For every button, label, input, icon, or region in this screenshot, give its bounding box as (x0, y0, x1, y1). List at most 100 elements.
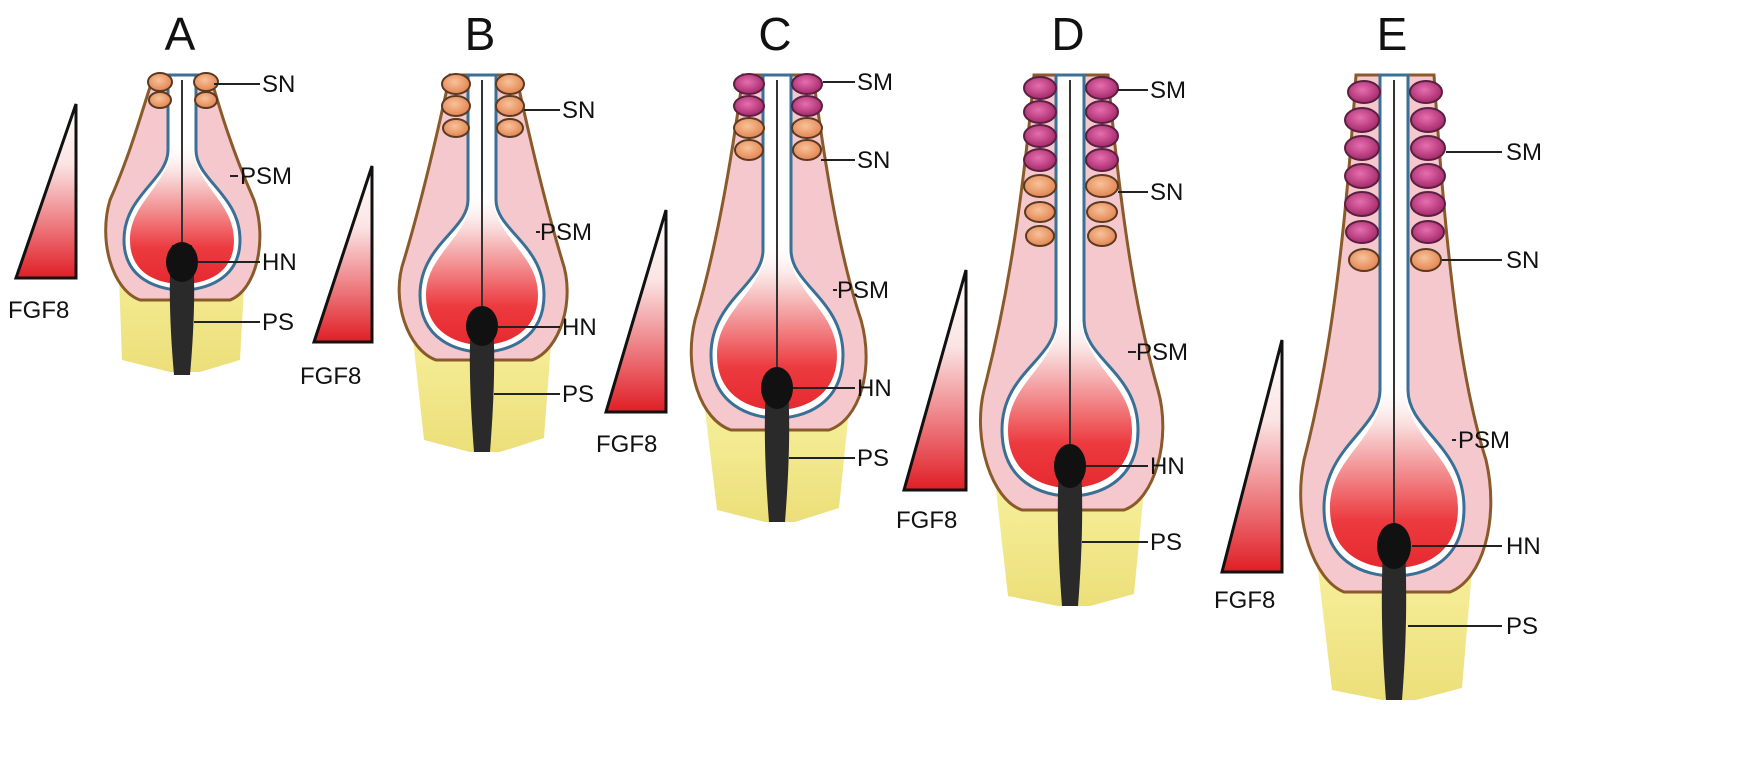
embryo-drawing (106, 73, 260, 375)
fgf8-gradient-b: FGF8 (300, 166, 372, 390)
somite-mature (1345, 136, 1379, 160)
panel-letter: C (758, 8, 791, 60)
fgf8-triangle (904, 270, 966, 490)
somite (1088, 226, 1116, 246)
somite (442, 74, 470, 94)
embryo-drawing (1301, 75, 1491, 700)
somite-mature (1345, 108, 1379, 132)
somite-mature (1024, 101, 1056, 123)
somite-mature (1348, 81, 1380, 103)
panel-b: B SN PSM HN PS (399, 8, 597, 452)
somite-mature (1411, 164, 1445, 188)
fgf8-triangle (314, 166, 372, 342)
label-hn: HN (562, 314, 597, 341)
somite (442, 96, 470, 116)
somite-mature (1411, 136, 1445, 160)
panel-c: C SM SN PSM (691, 8, 893, 522)
label-sn: SN (262, 71, 295, 98)
somite (1026, 226, 1054, 246)
label-sn: SN (857, 147, 890, 174)
somite (497, 119, 523, 137)
label-sn: SN (1506, 247, 1539, 274)
somite (194, 73, 218, 91)
somite (496, 96, 524, 116)
somite (1411, 249, 1441, 271)
somite-mature (734, 74, 764, 94)
label-psm: PSM (1458, 427, 1510, 454)
somite-mature (1411, 192, 1445, 216)
fgf8-label: FGF8 (300, 363, 361, 390)
label-ps: PS (1150, 529, 1182, 556)
somite (1349, 249, 1379, 271)
somite (1087, 202, 1117, 222)
somite-mature (1411, 108, 1445, 132)
somite (149, 92, 171, 108)
label-sm: SM (1506, 139, 1542, 166)
hensens-node (166, 242, 198, 282)
fgf8-gradient-d: FGF8 (896, 270, 966, 534)
panel-d: D (980, 8, 1188, 606)
somite-mature (1024, 77, 1056, 99)
label-hn: HN (262, 249, 297, 276)
somite (1086, 175, 1118, 197)
somite-mature (792, 96, 822, 116)
hensens-node (1377, 523, 1411, 569)
label-ps: PS (857, 445, 889, 472)
somite (735, 140, 763, 160)
somite-mature (1412, 221, 1444, 243)
somite (1025, 202, 1055, 222)
panel-letter: B (465, 8, 496, 60)
panel-letter: E (1377, 8, 1408, 60)
fgf8-label: FGF8 (1214, 587, 1275, 614)
label-hn: HN (1150, 453, 1185, 480)
label-hn: HN (857, 375, 892, 402)
panel-letter: D (1051, 8, 1084, 60)
somite-mature (1410, 81, 1442, 103)
somite (195, 92, 217, 108)
somite-mature (1024, 149, 1056, 171)
somite (734, 118, 764, 138)
fgf8-label: FGF8 (896, 507, 957, 534)
somite (1024, 175, 1056, 197)
somite (793, 140, 821, 160)
somite-mature (734, 96, 764, 116)
somite-mature (1024, 125, 1056, 147)
embryo-drawing (399, 74, 567, 452)
somite-mature (1345, 192, 1379, 216)
somite-mature (1345, 164, 1379, 188)
label-psm: PSM (1136, 339, 1188, 366)
somite-mature (1086, 149, 1118, 171)
fgf8-gradient-e: FGF8 (1214, 340, 1282, 614)
somite-mature (1346, 221, 1378, 243)
fgf8-gradient-a: FGF8 (8, 104, 76, 324)
label-hn: HN (1506, 533, 1541, 560)
label-ps: PS (562, 381, 594, 408)
label-sm: SM (857, 69, 893, 96)
fgf8-triangle (1222, 340, 1282, 572)
fgf8-label: FGF8 (8, 297, 69, 324)
somite (443, 119, 469, 137)
label-ps: PS (1506, 613, 1538, 640)
fgf8-label: FGF8 (596, 431, 657, 458)
somite (496, 74, 524, 94)
somite-mature (1086, 77, 1118, 99)
label-sm: SM (1150, 77, 1186, 104)
label-sn: SN (1150, 179, 1183, 206)
hensens-node (1054, 444, 1086, 488)
hensens-node (761, 367, 793, 409)
somite-mature (1086, 125, 1118, 147)
fgf8-triangle (606, 210, 666, 412)
fgf8-triangle (16, 104, 76, 278)
label-psm: PSM (837, 277, 889, 304)
panel-e: E (1301, 8, 1542, 700)
label-ps: PS (262, 309, 294, 336)
label-psm: PSM (540, 219, 592, 246)
panel-a: A SN PSM HN PS (106, 8, 297, 375)
somite (792, 118, 822, 138)
label-psm: PSM (240, 163, 292, 190)
somite (148, 73, 172, 91)
somite-mature (792, 74, 822, 94)
hensens-node (466, 306, 498, 346)
panel-letter: A (165, 8, 196, 60)
